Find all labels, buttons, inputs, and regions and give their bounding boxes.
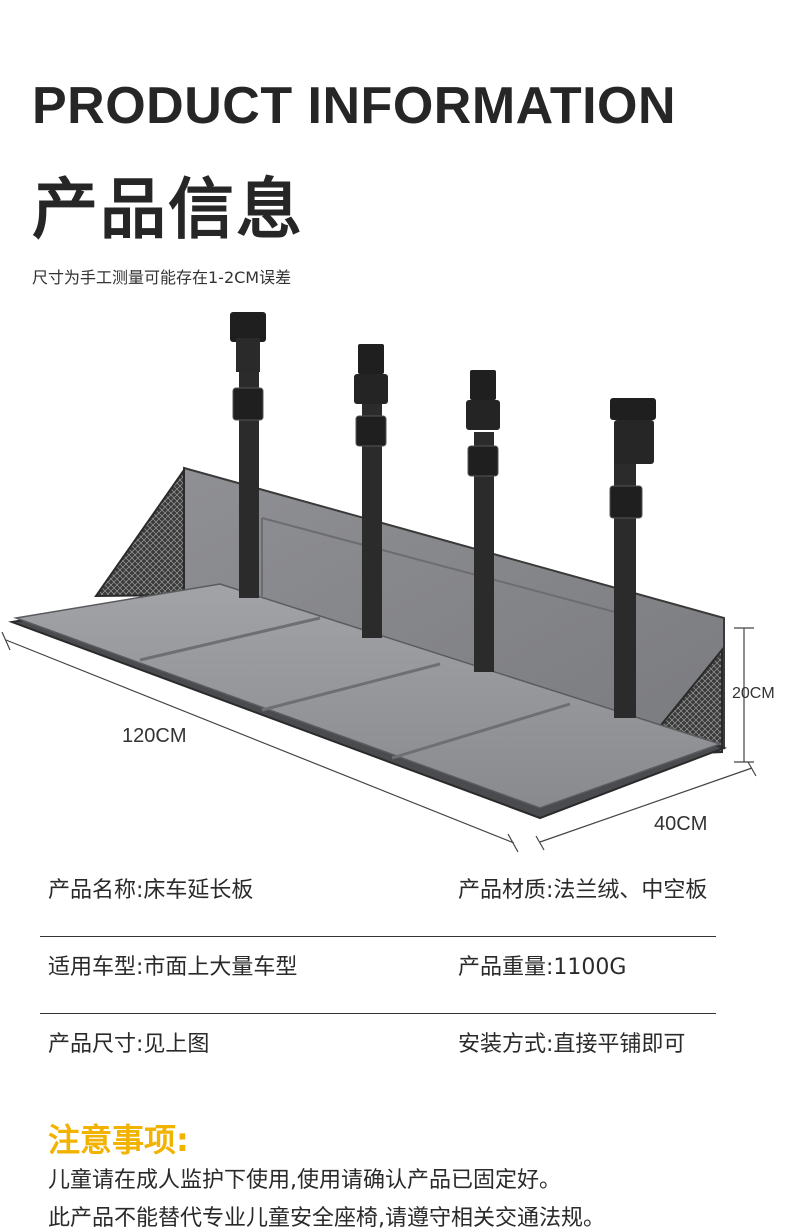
spec-row: 产品尺寸:见上图 安装方式:直接平铺即可 bbox=[40, 1014, 716, 1090]
caution-line: 儿童请在成人监护下使用,使用请确认产品已固定好。 bbox=[48, 1168, 561, 1193]
dimension-length: 120CM bbox=[1, 631, 519, 853]
strap-2 bbox=[354, 344, 388, 638]
spec-vehicle: 适用车型:市面上大量车型 bbox=[48, 955, 298, 980]
strap-3 bbox=[466, 370, 500, 672]
dimension-depth-label: 40CM bbox=[654, 813, 707, 835]
title-english: PRODUCT INFORMATION bbox=[32, 77, 677, 135]
spec-row: 适用车型:市面上大量车型 产品重量:1100G bbox=[40, 937, 716, 1014]
dimension-depth: 40CM bbox=[535, 761, 757, 851]
measurement-note: 尺寸为手工测量可能存在1-2CM误差 bbox=[32, 268, 292, 287]
spec-product-name: 产品名称:床车延长板 bbox=[48, 878, 254, 903]
dimension-length-label: 120CM bbox=[122, 725, 186, 747]
spec-installation: 安装方式:直接平铺即可 bbox=[458, 1032, 686, 1057]
product-illustration: 120CM 20CM 40CM bbox=[1, 312, 775, 853]
spec-weight: 产品重量:1100G bbox=[458, 955, 627, 980]
strap-1 bbox=[230, 312, 266, 598]
spec-size: 产品尺寸:见上图 bbox=[48, 1032, 210, 1057]
title-chinese: 产品信息 bbox=[32, 171, 304, 248]
caution-line: 此产品不能替代专业儿童安全座椅,请遵守相关交通法规。 bbox=[48, 1206, 605, 1231]
left-mesh-side bbox=[94, 466, 185, 598]
base-board bbox=[8, 583, 728, 820]
dimension-height-label: 20CM bbox=[732, 685, 775, 702]
strap-4 bbox=[609, 398, 656, 718]
dimension-height: 20CM bbox=[732, 627, 775, 763]
spec-material: 产品材质:法兰绒、中空板 bbox=[458, 878, 708, 903]
spec-row: 产品名称:床车延长板 产品材质:法兰绒、中空板 bbox=[40, 860, 716, 937]
caution-title: 注意事项: bbox=[48, 1121, 189, 1159]
